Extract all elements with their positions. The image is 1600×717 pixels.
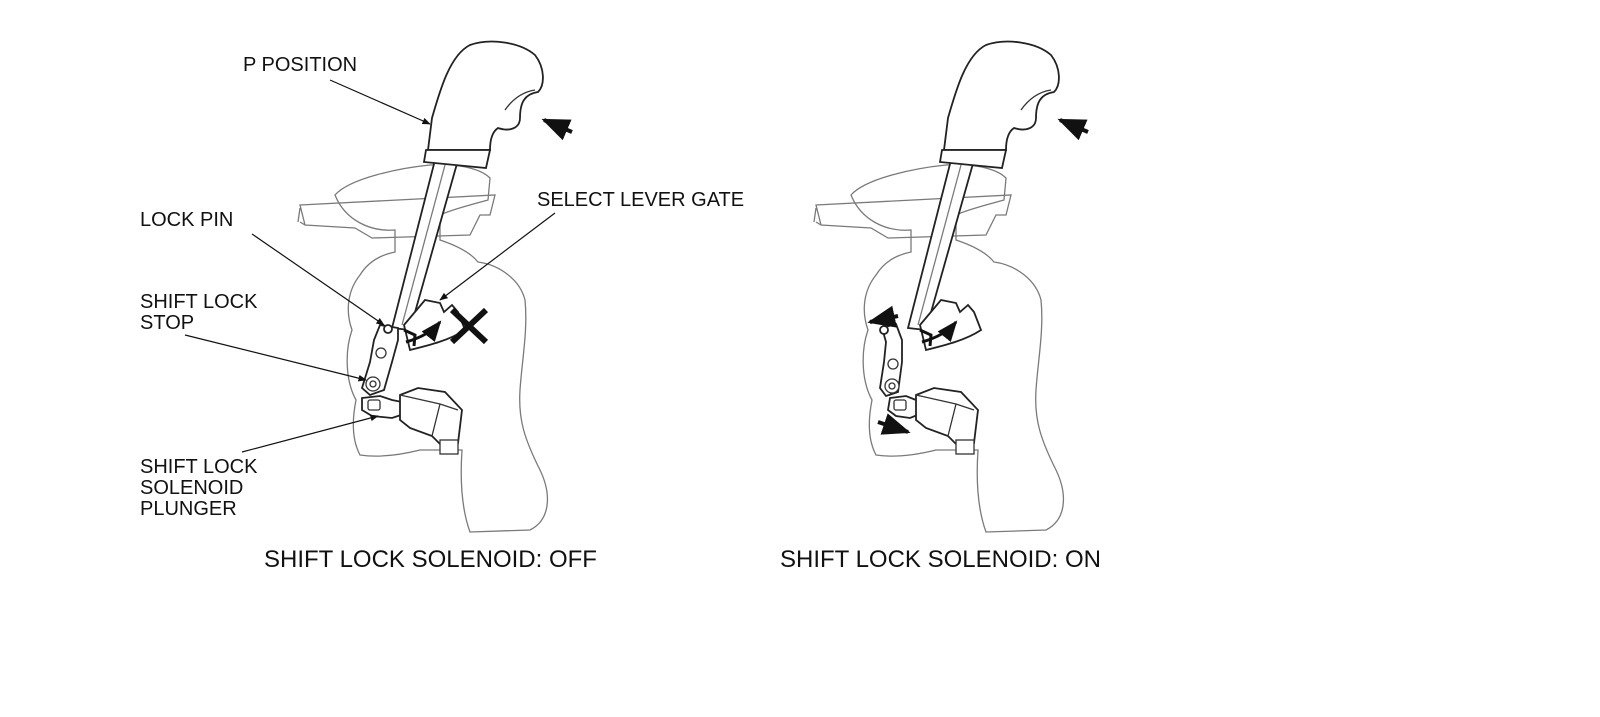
label-solenoid-plunger-3: PLUNGER	[140, 498, 237, 520]
shift-lock-solenoid	[399, 387, 463, 445]
console-housing-outline	[334, 163, 549, 533]
caption-solenoid-off: SHIFT LOCK SOLENOID: OFF	[264, 546, 597, 573]
knob-collar	[422, 149, 492, 169]
plunger-pull-arrow-icon	[877, 413, 911, 435]
shift-knob-on	[942, 40, 1060, 151]
shift-lock-solenoid-on	[915, 387, 979, 445]
label-shift-lock-stop-1: SHIFT LOCK	[140, 291, 258, 313]
gate-plate-outline	[299, 194, 496, 239]
label-select-lever-gate: SELECT LEVER GATE	[537, 189, 744, 211]
label-shift-lock-stop-2: STOP	[140, 312, 194, 334]
stop-release-arrow-icon	[867, 305, 899, 328]
lock-pin-on	[879, 325, 889, 335]
push-arrow-icon	[541, 118, 573, 141]
knob-collar-on	[938, 149, 1008, 169]
caption-solenoid-on: SHIFT LOCK SOLENOID: ON	[780, 546, 1101, 573]
blocked-x-icon	[449, 307, 489, 345]
gate-plate-outline-on	[815, 194, 1012, 239]
shift-lever-assembly-off	[297, 40, 549, 533]
labels-off: P POSITION SELECT LEVER GATE LOCK PIN SH…	[140, 54, 744, 520]
label-p-position: P POSITION	[243, 54, 357, 76]
label-solenoid-plunger-1: SHIFT LOCK	[140, 456, 258, 478]
push-arrow-icon-on	[1057, 118, 1089, 141]
label-lock-pin: LOCK PIN	[140, 209, 233, 231]
shift-knob	[426, 40, 544, 151]
console-housing-outline-on	[850, 163, 1065, 533]
shift-lever-assembly-on	[813, 40, 1089, 533]
lock-pin	[383, 324, 393, 334]
label-solenoid-plunger-2: SOLENOID	[140, 477, 243, 499]
